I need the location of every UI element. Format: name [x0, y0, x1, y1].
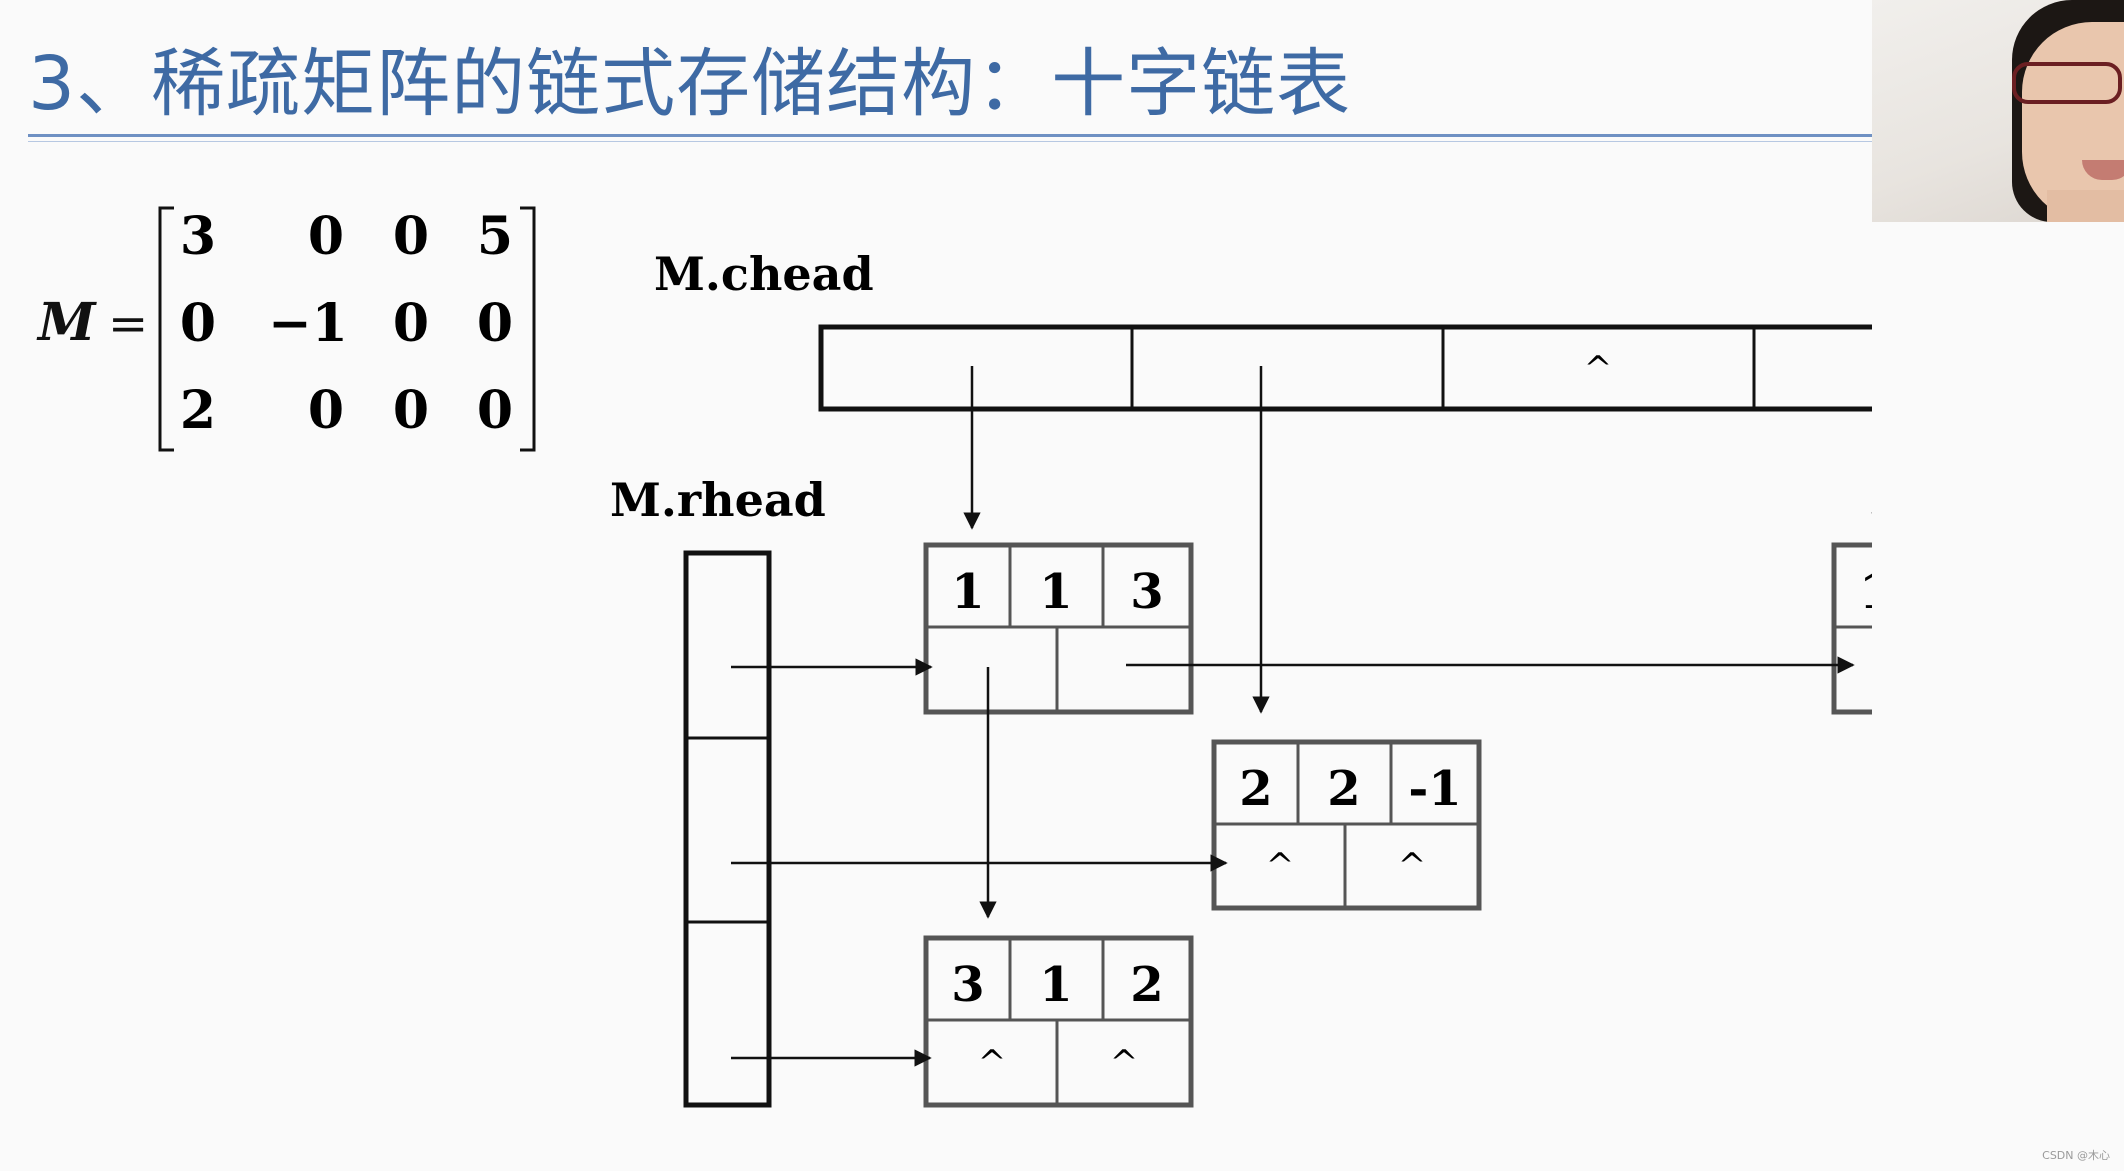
- node-value: 3: [1130, 564, 1163, 620]
- node-down-null: ^: [978, 1043, 1007, 1083]
- node-1-4: 1 4 5 ^ ^: [1831, 542, 1872, 715]
- matrix-cell: −1: [268, 293, 348, 354]
- matrix-cell: 0: [308, 206, 344, 267]
- title-underline-thin: [28, 141, 1872, 142]
- chead-box: [818, 324, 1872, 412]
- watermark: CSDN @木心: [2042, 1149, 2110, 1162]
- node-right-null: ^: [1110, 1043, 1139, 1083]
- matrix-cell: 0: [477, 293, 513, 354]
- matrix-cell: 0: [477, 380, 513, 441]
- node-value: 2: [1130, 957, 1163, 1013]
- node-row-index: 3: [951, 957, 984, 1013]
- node-1-1: 1 1 3: [923, 542, 1194, 715]
- chead-null-pointer: ^: [1584, 349, 1613, 389]
- presenter-mouth: [2082, 160, 2124, 180]
- node-col-index: 1: [1039, 564, 1072, 620]
- presenter-neck: [2047, 190, 2124, 222]
- matrix-left-bracket: [158, 206, 174, 452]
- node-row-index: 1: [951, 564, 984, 620]
- presenter-face: [2022, 22, 2124, 222]
- matrix-cell: 0: [393, 380, 429, 441]
- rhead-label: M.rhead: [610, 473, 826, 527]
- matrix-cell: 3: [180, 206, 216, 267]
- matrix-definition: M = 3 0 0 5 0 −1 0 0 2 0 0 0: [36, 206, 536, 452]
- node-3-1: 3 1 2 ^ ^: [923, 935, 1194, 1108]
- node-row-index: 2: [1239, 761, 1272, 817]
- node-2-2: 2 2 -1 ^ ^: [1211, 739, 1482, 911]
- rhead-array: M.rhead: [610, 473, 826, 1108]
- presenter-glasses: [2012, 62, 2122, 104]
- matrix-right-bracket: [520, 206, 536, 452]
- title-underline: [28, 134, 1872, 137]
- slide-title: 3、稀疏矩阵的链式存储结构：十字链表: [28, 41, 1352, 127]
- chead-label: M.chead: [654, 247, 874, 301]
- orthogonal-list-diagram: M = 3 0 0 5 0 −1 0 0 2 0 0 0 M.chead ^ M…: [36, 206, 1872, 1108]
- matrix-cell: 0: [393, 206, 429, 267]
- matrix-name: M: [36, 292, 97, 353]
- pointer-arrows: [731, 366, 1872, 1067]
- node-col-index: 1: [1039, 957, 1072, 1013]
- chead-array: M.chead ^: [654, 247, 1872, 412]
- presenter-video: [1872, 0, 2124, 222]
- node-value: -1: [1408, 761, 1461, 817]
- matrix-cell: 5: [477, 206, 513, 267]
- matrix-equals: =: [108, 296, 148, 352]
- matrix-cell: 0: [393, 293, 429, 354]
- matrix-cell: 0: [180, 293, 216, 354]
- node-down-null: ^: [1266, 846, 1295, 886]
- matrix-cell: 2: [180, 380, 216, 441]
- node-col-index: 2: [1327, 761, 1360, 817]
- matrix-cell: 0: [308, 380, 344, 441]
- node-row-index: 1: [1859, 564, 1872, 620]
- node-right-null: ^: [1398, 846, 1427, 886]
- rhead-box: [683, 550, 772, 1108]
